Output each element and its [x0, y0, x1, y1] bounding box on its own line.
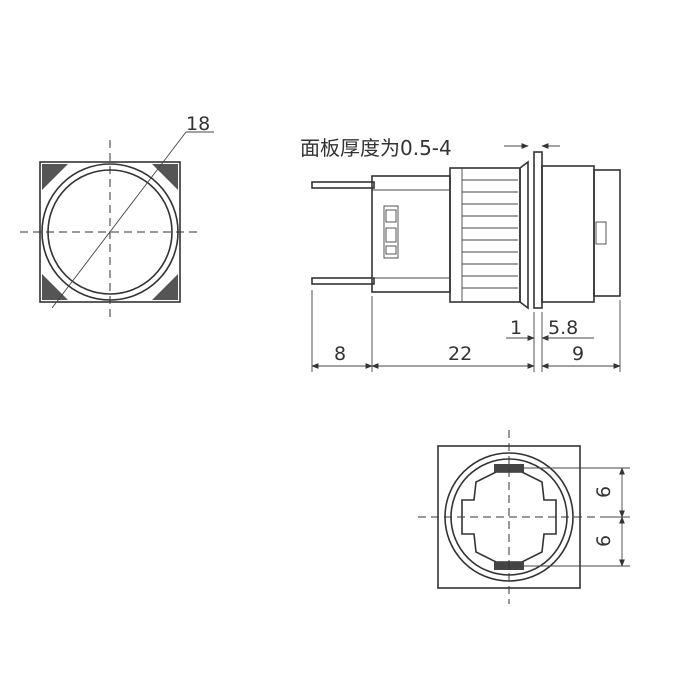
front-view: 18 — [20, 113, 214, 320]
front-corner-blocks — [42, 164, 178, 300]
diameter-leader — [51, 131, 187, 309]
dim-front-label: 5.8 — [548, 317, 578, 339]
dim-flange-label: 1 — [510, 317, 522, 339]
terminal-upper — [311, 181, 375, 189]
diameter-label: 18 — [186, 113, 210, 135]
front-lens — [593, 169, 621, 297]
housing-ribs — [461, 168, 518, 302]
mechanism-detail — [383, 205, 399, 259]
front-bezel-cap — [541, 165, 595, 303]
rear-spacing-upper-label: 6 — [593, 486, 615, 498]
dim-bezel-label: 9 — [572, 343, 584, 365]
rear-view: 6 6 — [418, 430, 630, 604]
rear-inner-profile — [461, 471, 557, 563]
rear-spacing-lower-label: 6 — [593, 535, 615, 547]
panel-flange — [533, 151, 543, 309]
lens-tab — [595, 221, 607, 245]
ribbed-housing — [449, 167, 521, 303]
side-view: 面板厚度为0.5-4 1 5.8 8 22 9 — [300, 136, 621, 372]
panel-thickness-note: 面板厚度为0.5-4 — [300, 136, 452, 160]
rear-upper-contact — [494, 464, 524, 472]
dim-pins-label: 8 — [334, 343, 346, 365]
dim-body-label: 22 — [448, 343, 472, 365]
terminal-lower — [311, 277, 375, 285]
panel-clip — [519, 160, 529, 310]
